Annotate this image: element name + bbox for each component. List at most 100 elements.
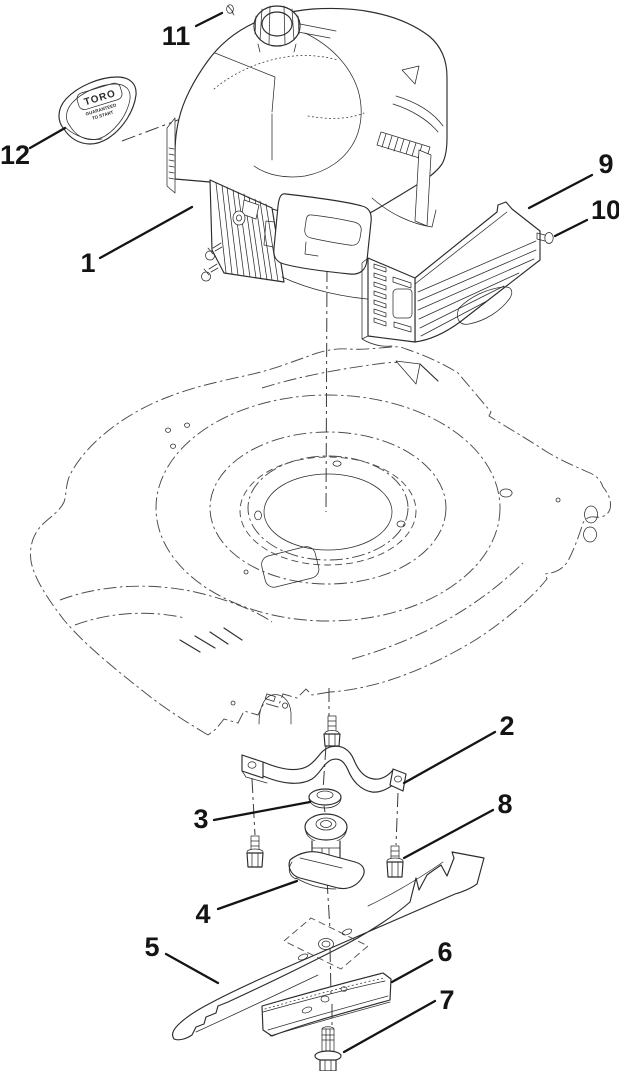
badge-inner-line [66,83,131,140]
driver-bore-inner [320,820,332,828]
muffler-body [273,193,372,275]
bracket-left-pad [241,754,264,779]
engine-mount-screws [201,242,223,282]
tank-vent-triangle [401,65,420,85]
callout-leader-12 [28,126,67,150]
badge-bottom-fold [65,127,103,140]
deck-hump-inner-line [261,361,408,389]
shroud-screw-head [226,4,234,14]
stiffener-right-hole [340,986,348,992]
callout-leader-2 [402,730,497,785]
deck-ring-outer [155,394,501,622]
stiffener-bottom-flange [267,995,391,1037]
guard-front-slots [373,263,412,333]
handle-strap [392,95,444,133]
muffler-cover [263,193,372,275]
driver-saddle [288,851,365,890]
bolt-left-hex [246,852,264,868]
blade-sail-fold [367,861,444,907]
muffler-slot [304,214,362,246]
bracket-strap-top [262,745,394,780]
callout-leader-9 [527,173,594,210]
cooling-fins [209,179,285,283]
blade-bolt [314,1026,342,1071]
fuel-cap [253,5,337,53]
debris-guard [361,201,541,347]
stiffener-top-flange [262,980,386,1013]
callout-leader-11 [194,11,224,28]
badge-plate-frame [76,82,123,110]
shroud-screw [226,4,235,16]
axis-lower [329,947,333,1026]
blade-slot-right [341,928,353,936]
callout-label-7: 7 [439,985,454,1015]
tank-seam [297,23,337,39]
callout-label-8: 8 [497,789,512,819]
recoil-dome-dotted-arc-2 [307,112,365,119]
guard-left-lip [361,257,393,347]
fuel-cap-inner [261,11,293,37]
driver-saddle-curl [288,861,337,890]
bracket-right-axis [395,792,399,846]
callout-leader-5 [164,952,220,985]
lower-bracket [371,197,437,228]
stiffener-flange-dotted [264,977,385,1010]
callout-leader-1 [98,205,194,260]
mount-screw-1 [205,242,223,261]
blade-footprint-dashed [283,917,369,970]
blade-bolt-threads [321,1028,335,1053]
spark-plug-terminal [236,214,242,222]
bracket-bolt-right [386,845,404,878]
washer-outer [308,788,342,806]
blade-stiffener [261,972,392,1037]
fin-lines [215,182,279,282]
blade [172,851,485,1041]
deck-chute-hatch [179,627,243,653]
deck-skirt-arch [258,694,292,725]
air-filter-hatch [381,133,423,159]
engine-shroud [174,7,448,228]
blade-bolt-shank [321,1028,335,1053]
bell-washer [308,788,342,809]
bolt-top-facets [328,733,336,747]
callout-leader-3 [212,800,312,822]
badge-tagline-2: TO START [91,110,114,121]
bracket-right-pad [389,768,407,792]
guard-screw-head [544,232,554,244]
guard-screw-shank [536,232,546,242]
deck-ring-middle [209,431,447,585]
blade-edge-bevel [195,974,319,1033]
guard-slats [417,240,537,337]
bolt-top-hex [323,733,341,747]
blade-outline [172,851,485,1041]
deck-chute-curve-1 [59,585,273,623]
callout-label-4: 4 [195,899,210,929]
bracket-left-hole [247,761,257,769]
deck-plate-dashed-ring [239,456,417,566]
fin-block [209,179,285,283]
driver-bore-outer [315,817,337,831]
callout-label-6: 6 [437,937,452,967]
deck-chute-curve-2 [74,612,186,626]
blade-bolt-facets [324,1059,332,1071]
badge-outline [58,76,137,145]
shroud-screw-slot [227,5,235,16]
callout-label-1: 1 [80,248,95,278]
bolt-left-threads [250,840,260,847]
left-vent-panel [166,117,176,194]
blade-bolt-hex [319,1059,337,1071]
brake-bracket [241,745,407,793]
blade-slot-left [297,953,309,961]
callout-leader-4 [216,879,299,911]
deck-skirt-slot [264,693,276,702]
bolt-right-hex [386,861,404,878]
muffler-step-cut [304,241,319,257]
callout-label-11: 11 [162,21,191,51]
bracket-bolt-left [246,835,264,868]
bracket-right-hole [394,775,402,783]
bolt-left-facets [251,852,259,868]
guard-scallop [457,286,513,325]
